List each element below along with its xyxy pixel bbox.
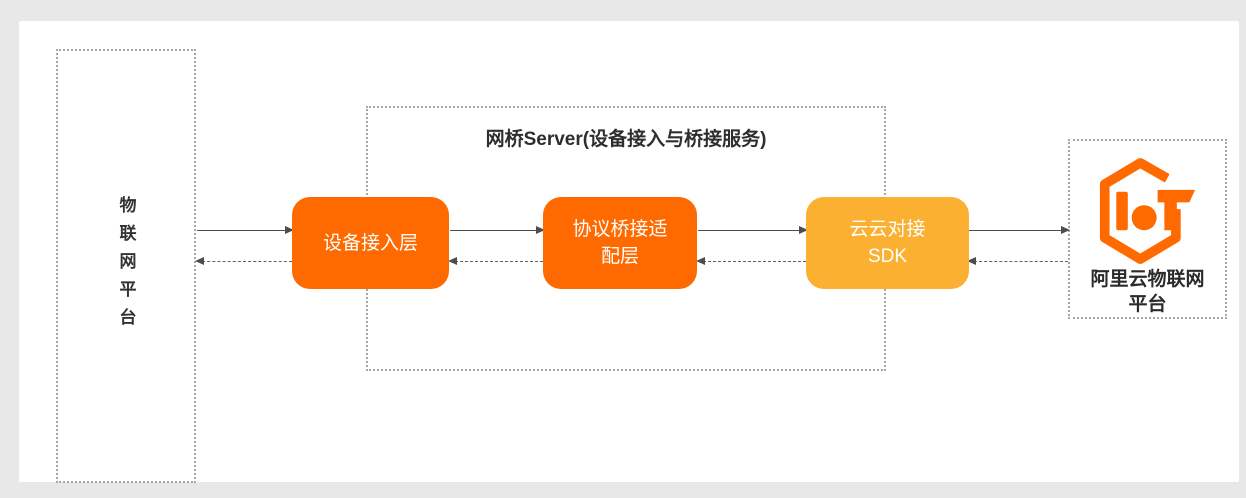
arrow-right-icon — [799, 225, 808, 234]
aliyun-label-line2: 平台 — [1128, 294, 1167, 315]
arrow-solid-protocol-adapter-to-cloud-sdk — [698, 225, 808, 234]
arrow-solid-device-access-to-protocol-adapter — [450, 225, 545, 234]
node-protocol-adapter-label-line1: 协议桥接适 — [572, 219, 668, 240]
arrow-left-icon — [195, 256, 204, 265]
node-cloud-sdk-label-line1: 云云对接 — [849, 219, 926, 240]
node-aliyun-iot-platform: 阿里云物联网 平台 — [1068, 139, 1227, 319]
aliyun-label-line1: 阿里云物联网 — [1090, 269, 1205, 290]
node-cloud-sdk-label-line2: SDK — [867, 246, 908, 267]
arrow-right-icon — [536, 225, 545, 234]
arrow-dashed-cloud-sdk-to-protocol-adapter — [696, 256, 806, 265]
node-iot-platform: 物联网平台 — [56, 49, 196, 483]
node-protocol-adapter-label-line2: 配层 — [600, 246, 639, 267]
diagram-canvas: 物联网平台 网桥Server(设备接入与桥接服务) 阿里云物联网 平台 — [19, 21, 1239, 483]
arrow-dashed-device-access-to-iot — [195, 256, 292, 265]
arrow-left-icon — [696, 256, 705, 265]
aliyun-iot-logo-icon — [1098, 157, 1198, 265]
node-cloud-cloud-sdk: 云云对接 SDK — [806, 197, 969, 289]
arrow-dashed-protocol-adapter-to-device-access — [448, 256, 543, 265]
arrow-solid-cloud-sdk-to-aliyun — [969, 225, 1070, 234]
group-bridge-server-title: 网桥Server(设备接入与桥接服务) — [485, 129, 767, 150]
arrow-right-icon — [1061, 225, 1070, 234]
arrow-right-icon — [285, 225, 294, 234]
arrow-left-icon — [448, 256, 457, 265]
node-aliyun-iot-platform-label: 阿里云物联网 平台 — [1090, 267, 1204, 317]
node-protocol-bridge-adapter-layer: 协议桥接适 配层 — [543, 197, 697, 289]
arrow-dashed-aliyun-to-cloud-sdk — [967, 256, 1068, 265]
node-device-access-layer-label: 设备接入层 — [322, 232, 418, 254]
arrow-solid-iot-to-device-access — [197, 225, 294, 234]
node-iot-platform-label: 物联网平台 — [116, 196, 136, 336]
node-device-access-layer: 设备接入层 — [292, 197, 449, 289]
arrow-left-icon — [967, 256, 976, 265]
